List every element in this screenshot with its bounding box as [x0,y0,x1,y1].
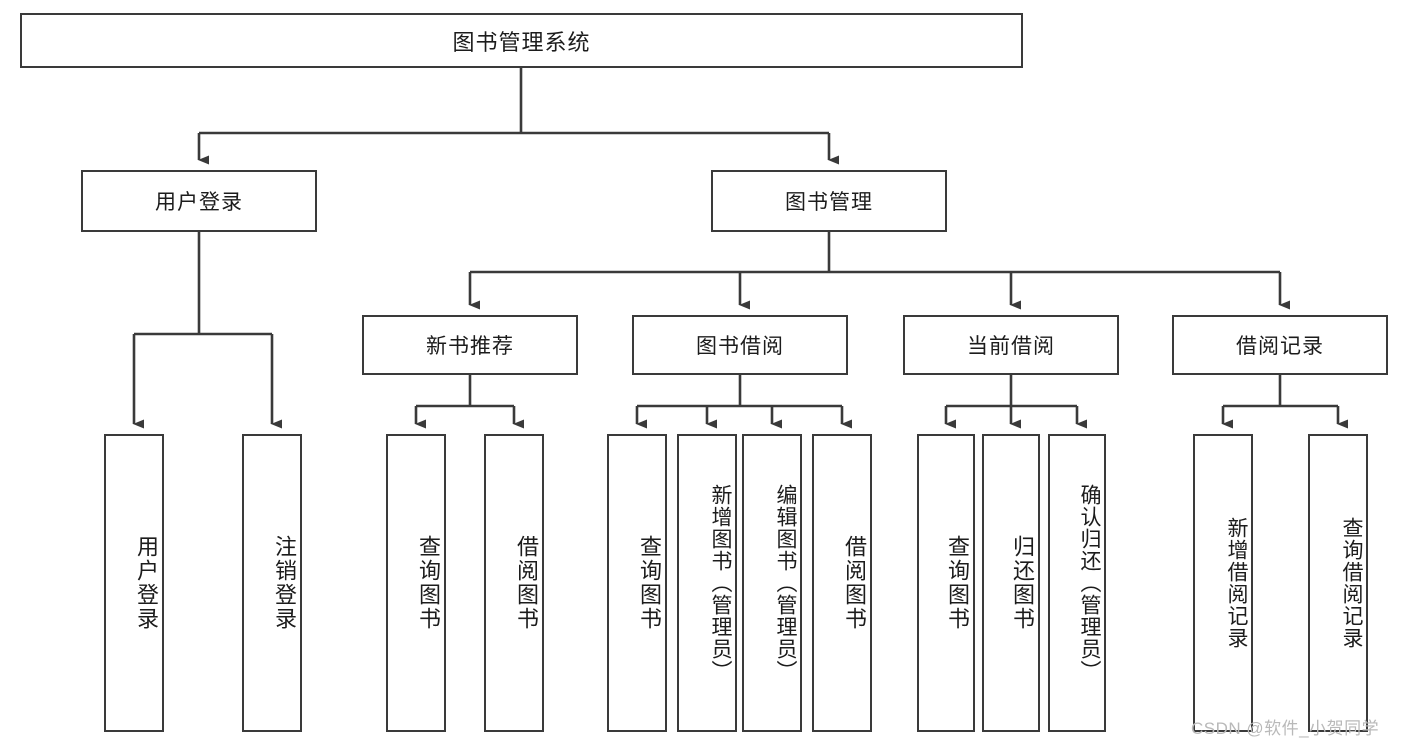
node-user-login[interactable]: 用户登录 [81,170,317,232]
node-leaf-borrow-book-2[interactable]: 借阅图书 [812,434,872,732]
node-leaf-confirm-return[interactable]: 确认归还（管理员） [1048,434,1106,732]
node-root[interactable]: 图书管理系统 [20,13,1023,68]
node-book-borrow[interactable]: 图书借阅 [632,315,848,375]
node-leaf-query-book-1[interactable]: 查询图书 [386,434,446,732]
node-leaf-add-record[interactable]: 新增借阅记录 [1193,434,1253,732]
node-leaf-borrow-book-1[interactable]: 借阅图书 [484,434,544,732]
node-leaf-query-book-2[interactable]: 查询图书 [607,434,667,732]
node-leaf-return-book[interactable]: 归还图书 [982,434,1040,732]
node-leaf-add-book[interactable]: 新增图书（管理员） [677,434,737,732]
node-leaf-query-record[interactable]: 查询借阅记录 [1308,434,1368,732]
node-borrow-record[interactable]: 借阅记录 [1172,315,1388,375]
node-leaf-logout-login[interactable]: 注销登录 [242,434,302,732]
node-leaf-query-book-3[interactable]: 查询图书 [917,434,975,732]
node-book-manage[interactable]: 图书管理 [711,170,947,232]
node-leaf-user-login[interactable]: 用户登录 [104,434,164,732]
node-leaf-edit-book[interactable]: 编辑图书（管理员） [742,434,802,732]
node-new-book-recommend[interactable]: 新书推荐 [362,315,578,375]
node-current-borrow[interactable]: 当前借阅 [903,315,1119,375]
